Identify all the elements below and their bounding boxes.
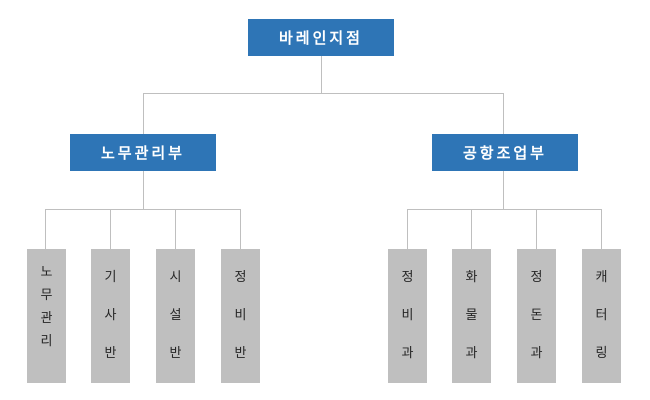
dept-node-labor: 노무관리부 (70, 134, 216, 171)
connector-right-dept-down (503, 171, 504, 209)
unit-node-maintenance-section: 정 비 과 (388, 249, 427, 383)
dept-node-airport-ops-label: 공항조업부 (462, 144, 547, 162)
connector-left-unit-4 (240, 209, 241, 249)
unit-char: 설 (169, 308, 182, 323)
connector-left-dept-down (143, 171, 144, 209)
connector-right-unit-3 (536, 209, 537, 249)
dept-node-labor-label: 노무관리부 (100, 144, 185, 162)
connector-left-dept-up (143, 93, 144, 134)
connector-left-unit-1 (45, 209, 46, 249)
unit-char: 시 (169, 270, 182, 285)
unit-char: 반 (169, 346, 182, 361)
unit-node-cargo-section: 화 물 과 (452, 249, 491, 383)
unit-node-labor-management: 노 무 관 리 (27, 249, 66, 383)
connector-right-unit-2 (471, 209, 472, 249)
unit-char: 반 (234, 346, 247, 361)
connector-right-horizontal (407, 209, 602, 210)
unit-char: 무 (40, 288, 53, 303)
unit-char: 과 (530, 346, 543, 361)
root-node-label: 바레인지점 (278, 29, 363, 47)
unit-node-catering: 캐 터 링 (582, 249, 621, 383)
unit-char: 물 (465, 308, 478, 323)
unit-node-cleanup-section: 정 돈 과 (517, 249, 556, 383)
unit-char: 리 (40, 334, 53, 349)
connector-right-unit-4 (601, 209, 602, 249)
unit-char: 링 (595, 346, 608, 361)
unit-char: 반 (104, 346, 117, 361)
unit-char: 화 (465, 270, 478, 285)
unit-char: 관 (40, 311, 53, 326)
dept-node-airport-ops: 공항조업부 (432, 134, 578, 171)
unit-node-driver-team: 기 사 반 (91, 249, 130, 383)
connector-left-horizontal (45, 209, 241, 210)
unit-char: 과 (465, 346, 478, 361)
unit-char: 사 (104, 308, 117, 323)
unit-char: 정 (530, 270, 543, 285)
root-node: 바레인지점 (248, 19, 394, 56)
connector-root-down (321, 56, 322, 94)
unit-char: 정 (234, 270, 247, 285)
unit-char: 정 (401, 270, 414, 285)
connector-right-unit-1 (407, 209, 408, 249)
connector-left-unit-3 (175, 209, 176, 249)
unit-char: 과 (401, 346, 414, 361)
unit-char: 기 (104, 270, 117, 285)
unit-char: 비 (234, 308, 247, 323)
unit-char: 비 (401, 308, 414, 323)
unit-node-facilities-team: 시 설 반 (156, 249, 195, 383)
connector-top-horizontal (143, 93, 504, 94)
unit-char: 돈 (530, 308, 543, 323)
connector-left-unit-2 (110, 209, 111, 249)
unit-char: 노 (40, 265, 53, 280)
unit-node-maintenance-team: 정 비 반 (221, 249, 260, 383)
unit-char: 캐 (595, 270, 608, 285)
unit-char: 터 (595, 308, 608, 323)
connector-right-dept-up (503, 93, 504, 134)
